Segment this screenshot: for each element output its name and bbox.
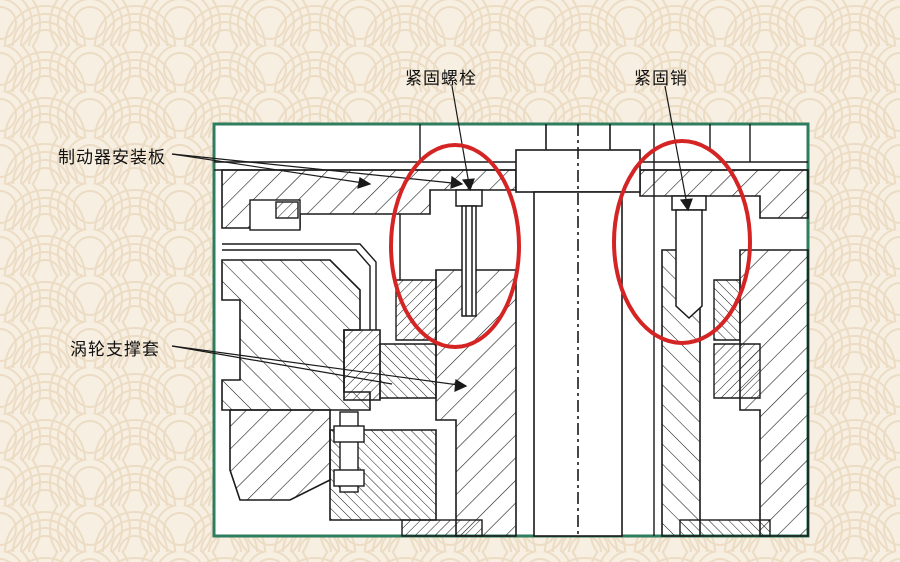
label-fastening-bolt: 紧固螺栓: [405, 69, 477, 89]
label-fastening-pin: 紧固销: [634, 69, 688, 89]
label-worm-support-sleeve: 涡轮支撑套: [70, 340, 160, 360]
central-shaft: [515, 124, 641, 537]
label-brake-mounting-plate: 制动器安装板: [58, 148, 166, 168]
hydraulic-pipe: [222, 199, 377, 330]
bolt-highlight-circle: [389, 143, 521, 349]
fastening-bolt-shape: [455, 189, 483, 317]
worm-support-sleeve-section: [435, 249, 809, 537]
pin-highlight-circle: [612, 139, 752, 345]
left-housing-section: [221, 259, 437, 521]
right-housing-lines: [399, 124, 751, 536]
lower-gears: [401, 519, 771, 537]
lower-bolt: [333, 411, 365, 493]
leader-lines: [171, 85, 693, 392]
highlight-circles: [389, 139, 752, 349]
fastening-pin-shape: [671, 195, 707, 320]
